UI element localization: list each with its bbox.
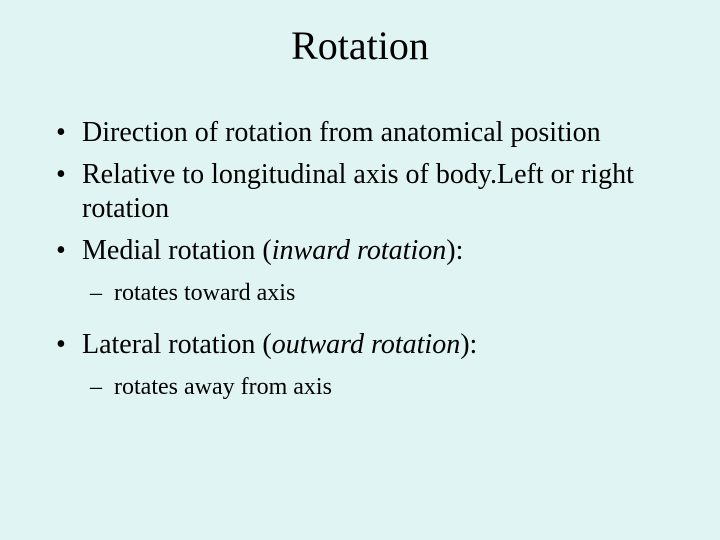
bullet-text-prefix: Lateral rotation ( xyxy=(82,329,272,360)
bullet-item-1: • Direction of rotation from anatomical … xyxy=(56,116,696,150)
bullet-text-suffix: ): xyxy=(460,329,478,360)
slide-body: • Direction of rotation from anatomical … xyxy=(56,116,696,422)
bullet-icon: • xyxy=(56,117,66,148)
sub-item-text: rotates toward axis xyxy=(114,280,296,306)
bullet-item-2: • Relative to longitudinal axis of body.… xyxy=(56,158,696,226)
bullet-item-4: • Lateral rotation (outward rotation): xyxy=(56,328,696,362)
bullet-icon: • xyxy=(56,329,66,360)
bullet-text-suffix: ): xyxy=(446,235,464,266)
sub-item-medial: – rotates toward axis xyxy=(56,278,696,308)
dash-icon: – xyxy=(90,280,102,306)
sub-item-text: rotates away from axis xyxy=(114,374,332,400)
bullet-text: Relative to longitudinal axis of body.Le… xyxy=(82,159,634,224)
bullet-text-prefix: Medial rotation ( xyxy=(82,235,272,266)
bullet-item-3: • Medial rotation (inward rotation): xyxy=(56,234,696,268)
dash-icon: – xyxy=(90,374,102,400)
bullet-text-italic: inward rotation xyxy=(271,235,447,266)
bullet-text-italic: outward rotation xyxy=(271,329,461,360)
slide-title: Rotation xyxy=(291,23,429,68)
bullet-text: Direction of rotation from anatomical po… xyxy=(82,117,601,148)
bullet-icon: • xyxy=(56,235,66,266)
sub-item-lateral: – rotates away from axis xyxy=(56,372,696,402)
bullet-icon: • xyxy=(56,159,66,190)
